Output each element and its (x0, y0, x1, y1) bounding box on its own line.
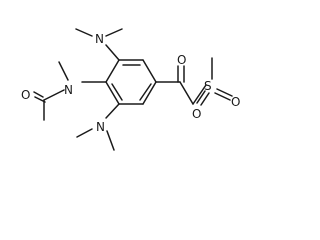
ring-double-bond (111, 83, 123, 101)
bond (179, 81, 194, 105)
bond (75, 28, 93, 37)
bond (105, 103, 120, 119)
atom-label-n-bottom: N (96, 120, 105, 134)
bond (192, 84, 207, 105)
bond (105, 28, 123, 37)
ring-bond (142, 59, 157, 83)
atom-label-s-sulfonyl: S (204, 79, 212, 93)
atom-label-o-acetyl: O (21, 88, 30, 102)
atom-label-o-sulfonyl-left: O (192, 107, 201, 121)
bond (105, 44, 120, 61)
methylsulfonyl-acetyl-group: O S O O (155, 53, 240, 121)
atom-label-o-ketone: O (177, 53, 186, 67)
double-bond (196, 90, 206, 104)
ring-bond (105, 81, 120, 105)
bond (76, 128, 93, 138)
bond (43, 89, 65, 101)
atom-label-n-top: N (95, 32, 104, 46)
top-dimethylamino-group: N (75, 28, 123, 61)
bond (106, 130, 115, 151)
double-bond (33, 91, 44, 98)
n-methylacetamide-group: N O (21, 61, 107, 121)
chemical-structure-diagram: N N O N O S O O (21, 28, 240, 151)
double-bond (200, 92, 210, 106)
atom-label-n-acetamide: N (64, 83, 73, 97)
double-bond (214, 92, 231, 101)
ring-bond (105, 59, 120, 83)
atom-label-o-sulfonyl-right: O (231, 95, 240, 109)
bottom-dimethylamino-group: N (76, 103, 120, 151)
double-bond (216, 88, 233, 97)
double-bond (34, 96, 46, 103)
ring-bond (142, 81, 157, 105)
benzene-ring (105, 59, 157, 105)
ring-double-bond (139, 83, 152, 101)
bond (58, 61, 69, 81)
